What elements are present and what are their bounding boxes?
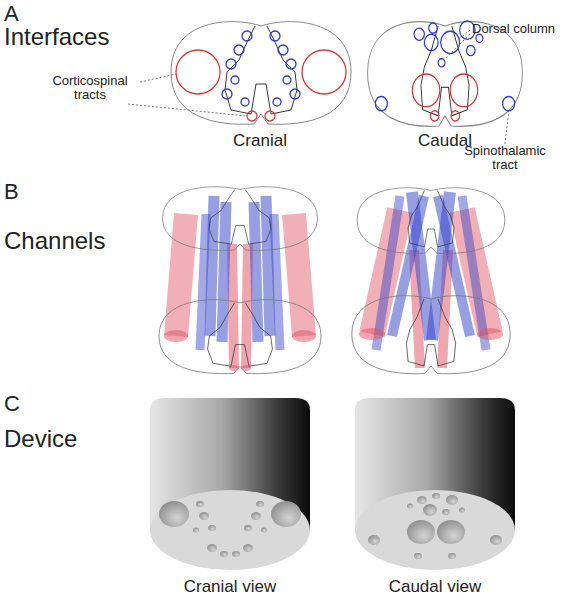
caudal-section xyxy=(368,21,523,126)
panel-title: Device xyxy=(4,426,154,452)
tract-label: Dorsal column xyxy=(472,22,560,36)
channels-right xyxy=(352,188,510,374)
panel-title: Channels xyxy=(4,228,154,254)
panel-letter: A xyxy=(4,2,44,26)
section-label: Cranial xyxy=(205,132,315,151)
device-cranial xyxy=(150,398,310,570)
panel-letter: C xyxy=(4,392,44,416)
panel-title: Interfaces xyxy=(4,24,154,50)
cranial-section xyxy=(171,22,351,125)
section-label: Caudal xyxy=(390,132,500,151)
leader-lines xyxy=(128,30,509,144)
view-label: Caudal view xyxy=(365,578,505,597)
tract-label: Corticospinal tracts xyxy=(40,74,140,103)
panel-letter: B xyxy=(4,180,44,204)
view-label: Cranial view xyxy=(160,578,300,597)
device-caudal xyxy=(355,398,515,570)
channels-left xyxy=(159,187,321,374)
